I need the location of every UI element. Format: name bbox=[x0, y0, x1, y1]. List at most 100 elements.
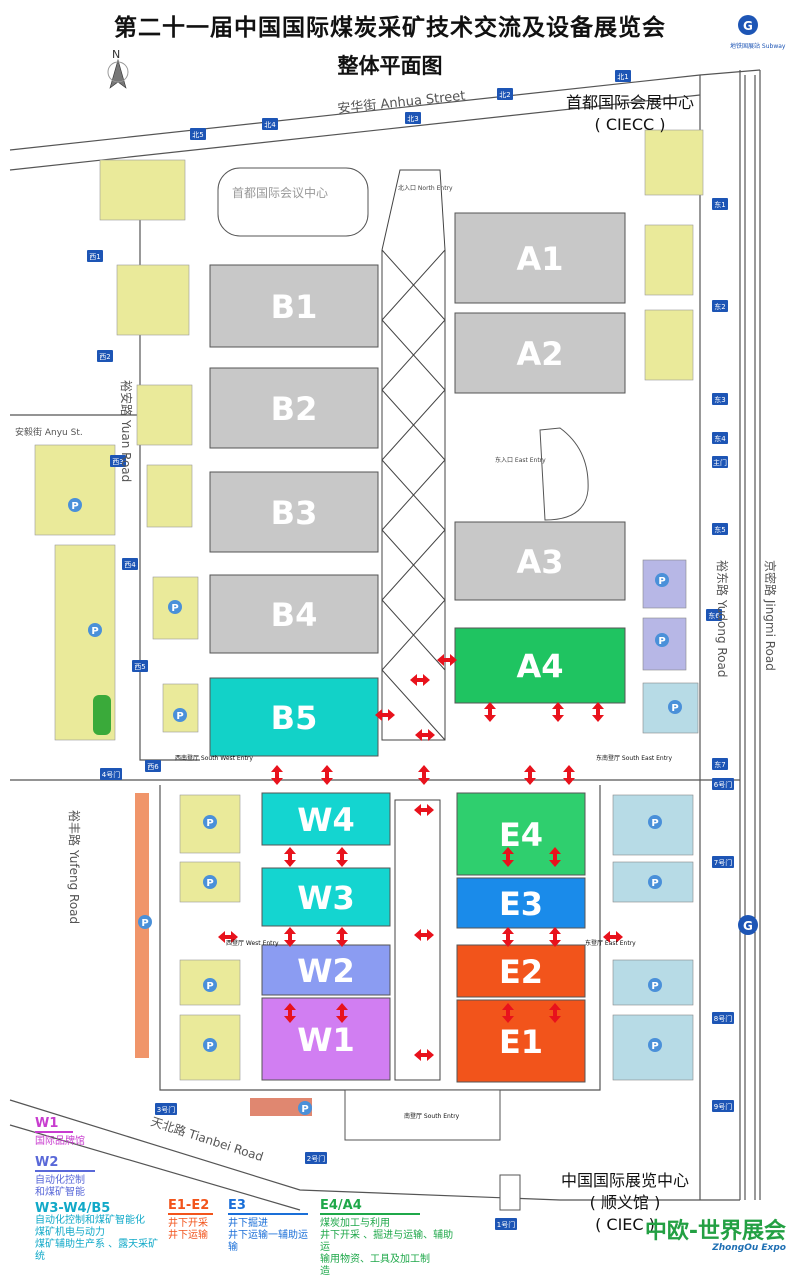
svg-text:P: P bbox=[206, 878, 213, 889]
hall-label-a2: A2 bbox=[516, 335, 563, 373]
svg-text:P: P bbox=[651, 981, 658, 992]
legend-w3-line3: 煤矿辅助生产系 、露天采矿 bbox=[35, 1239, 159, 1250]
legend-e3-line1: 井下掘进 bbox=[228, 1218, 268, 1229]
legend-w2-line2: 和煤矿智能 bbox=[35, 1187, 85, 1198]
svg-text:P: P bbox=[651, 1041, 658, 1052]
gate-1号门: 1号门 bbox=[495, 1218, 517, 1230]
gate-北4: 北4 bbox=[262, 118, 278, 130]
north-arrow-icon: N bbox=[107, 48, 129, 89]
legend-e3-line2: 井下运输一辅助运 bbox=[228, 1230, 308, 1241]
legend-e1-line2: 井下运输 bbox=[168, 1230, 208, 1241]
parking-icon: P bbox=[138, 915, 152, 929]
gate-北2: 北2 bbox=[497, 88, 513, 100]
gate-2号门: 2号门 bbox=[305, 1152, 327, 1164]
passage-arrow-icon bbox=[418, 765, 430, 785]
svg-text:4号门: 4号门 bbox=[102, 770, 120, 779]
hall-label-e1: E1 bbox=[499, 1023, 543, 1061]
passage-arrow-icon bbox=[336, 847, 348, 867]
road-yufeng: 裕丰路 Yufeng Road bbox=[67, 810, 82, 924]
parking-icon: P bbox=[203, 815, 217, 829]
ciecc-label: 首都国际会展中心 ( CIECC ) bbox=[550, 92, 710, 136]
passage-arrow-icon bbox=[592, 702, 604, 722]
svg-text:主门: 主门 bbox=[713, 458, 727, 467]
legend-e3-line3: 输 bbox=[228, 1242, 238, 1253]
svg-text:东6: 东6 bbox=[708, 611, 720, 620]
entry-east: 东入口 East Entry bbox=[495, 456, 546, 464]
legend-w1-title: W1 bbox=[35, 1116, 59, 1131]
legend-w3-line4: 统 bbox=[35, 1251, 45, 1262]
hall-a4 bbox=[454, 627, 626, 704]
legend-e4-line1: 煤炭加工与利用 bbox=[320, 1218, 390, 1229]
legend-w3: W3-W4/B5 自动化控制和煤矿智能化 煤矿机电与动力 煤矿辅助生产系 、露天… bbox=[35, 1202, 170, 1263]
gate-6号门: 6号门 bbox=[712, 778, 734, 790]
page-title: 第二十一届中国国际煤炭采矿技术交流及设备展览会 bbox=[114, 15, 666, 41]
passage-arrow-icon bbox=[414, 804, 434, 816]
parking-icon: P bbox=[648, 815, 662, 829]
brand-name: 中欧-世界展会 bbox=[644, 1219, 786, 1244]
road-anhua: 安华街 Anhua Street bbox=[337, 89, 466, 117]
hall-e3 bbox=[456, 877, 586, 929]
central-walkway bbox=[381, 169, 446, 1081]
passage-arrow-icon bbox=[502, 847, 514, 867]
gate-8号门: 8号门 bbox=[712, 1012, 734, 1024]
passage-arrow-icon bbox=[603, 931, 623, 943]
subway-icon: G bbox=[738, 15, 758, 35]
hall-a2 bbox=[454, 312, 626, 394]
entry-east-hall: 东登厅 East Entry bbox=[585, 939, 636, 947]
red-strip bbox=[250, 1098, 312, 1116]
gate-7号门: 7号门 bbox=[712, 856, 734, 868]
hall-e1 bbox=[456, 999, 586, 1083]
hall-w2 bbox=[261, 944, 391, 996]
passage-arrow-icon bbox=[437, 654, 457, 666]
passage-arrow-icon bbox=[284, 927, 296, 947]
road-yuan: 裕安路 Yuan Road bbox=[119, 380, 134, 482]
parking-icon: P bbox=[298, 1101, 312, 1115]
hall-b2 bbox=[209, 367, 379, 449]
hall-b3 bbox=[209, 471, 379, 553]
svg-text:东5: 东5 bbox=[714, 525, 725, 534]
svg-text:P: P bbox=[206, 981, 213, 992]
hall-label-b4: B4 bbox=[271, 596, 318, 634]
hall-label-a3: A3 bbox=[516, 543, 563, 581]
hall-w1 bbox=[261, 997, 391, 1081]
hall-a3 bbox=[454, 521, 626, 601]
passage-arrow-icon bbox=[336, 927, 348, 947]
svg-text:西5: 西5 bbox=[134, 663, 145, 671]
passage-arrow-icon bbox=[549, 927, 561, 947]
passage-arrow-icon bbox=[502, 1003, 514, 1023]
gate-东2: 东2 bbox=[712, 300, 728, 312]
legend-w2-title: W2 bbox=[35, 1155, 59, 1170]
svg-text:东1: 东1 bbox=[714, 200, 725, 209]
svg-text:P: P bbox=[141, 918, 148, 929]
hall-label-a1: A1 bbox=[516, 240, 563, 278]
gate-东4: 东4 bbox=[712, 432, 728, 444]
gate-北1: 北1 bbox=[615, 70, 631, 82]
passage-arrow-icon bbox=[415, 729, 435, 741]
gate-北5: 北5 bbox=[190, 128, 206, 140]
passage-arrow-icon bbox=[414, 929, 434, 941]
gate-西6: 西6 bbox=[145, 760, 161, 772]
svg-text:北1: 北1 bbox=[617, 73, 628, 81]
conference-center-label: 首都国际会议中心 bbox=[232, 185, 328, 200]
road-lines bbox=[9, 69, 761, 1211]
gate-北3: 北3 bbox=[405, 112, 421, 124]
hall-e4 bbox=[456, 792, 586, 876]
svg-text:北2: 北2 bbox=[499, 91, 510, 99]
hall-w4 bbox=[261, 792, 391, 846]
parking-areas-blue bbox=[612, 682, 699, 1081]
legend-w1: W1 国际品牌馆 bbox=[35, 1116, 85, 1148]
parking-icon: P bbox=[88, 623, 102, 637]
svg-text:G: G bbox=[743, 19, 753, 33]
brand-logo: 中欧-世界展会 ZhongOu Expo bbox=[645, 1213, 786, 1253]
parking-icon: P bbox=[655, 633, 669, 647]
hall-label-w3: W3 bbox=[297, 879, 355, 917]
north-label: N bbox=[112, 48, 120, 61]
gate-3号门: 3号门 bbox=[155, 1103, 177, 1115]
svg-text:P: P bbox=[176, 711, 183, 722]
svg-text:P: P bbox=[206, 818, 213, 829]
entry-southwest: 西南登厅 South West Entry bbox=[175, 754, 253, 762]
gate-西1: 西1 bbox=[87, 250, 103, 262]
passage-arrow-icon bbox=[484, 702, 496, 722]
passage-arrow-icon bbox=[549, 1003, 561, 1023]
parking-icon: P bbox=[203, 875, 217, 889]
